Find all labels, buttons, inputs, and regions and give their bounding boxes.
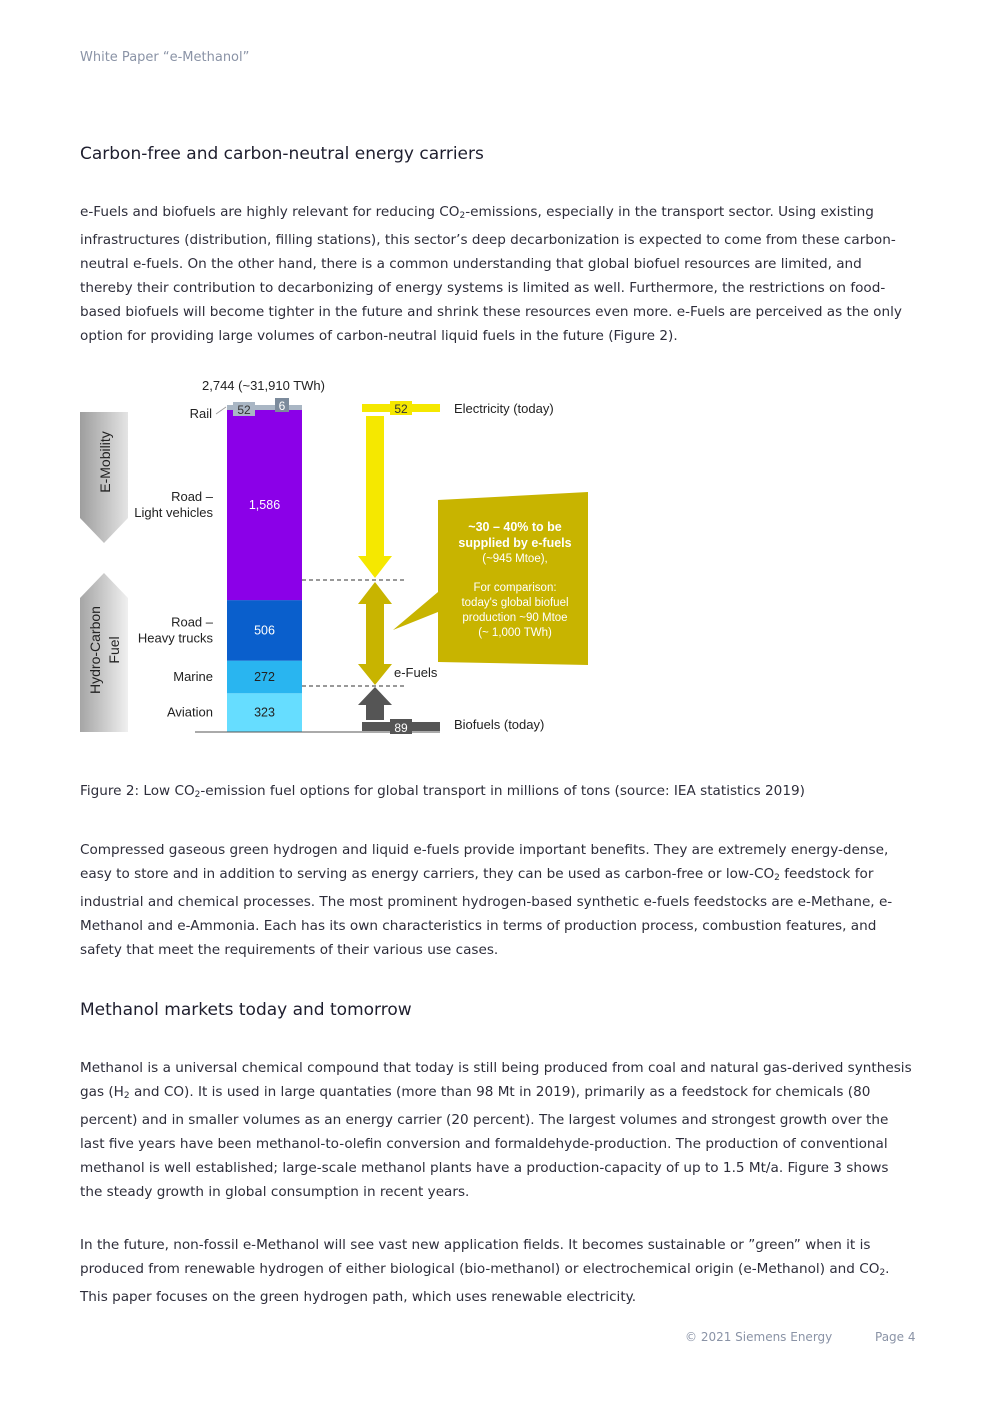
efuels-double-arrow (358, 582, 392, 685)
bar-value-light-vehicles: 1,586 (249, 498, 280, 512)
footer-page-number: Page 4 (875, 1330, 916, 1344)
rail-value-box (233, 402, 255, 416)
bar-label-aviation: Aviation (167, 705, 213, 720)
efuels-label: e-Fuels (394, 665, 438, 680)
subscript-text: 2 (194, 790, 201, 800)
text-run: -emission fuel options for global transp… (200, 783, 805, 799)
transport-fuels-figure: E-Mobility Hydro-Carbon Fuel 2,744 (~31,… (80, 378, 588, 735)
callout-shape (393, 492, 588, 665)
paragraph-hydrogen-benefits: Compressed gaseous green hydrogen and li… (80, 838, 912, 962)
total-label: 2,744 (~31,910 TWh) (202, 378, 325, 393)
callout-line2: supplied by e-fuels (458, 536, 571, 550)
subscript-text: 2 (123, 1091, 130, 1101)
callout-line7: (~ 1,000 TWh) (478, 627, 552, 639)
text-run: In the future, non-fossil e-Methanol wil… (80, 1237, 880, 1277)
bar-segment-aviation (227, 693, 302, 732)
bar-segment-heavy-trucks (227, 600, 302, 661)
subscript-text: 2 (774, 873, 780, 883)
callout-line6: production ~90 Mtoe (462, 612, 567, 624)
emobility-group-label: E-Mobility (97, 431, 113, 492)
bar-label-marine: Marine (173, 669, 213, 684)
text-run: e-Fuels and biofuels are highly relevant… (80, 204, 460, 220)
section-heading-methanol-markets: Methanol markets today and tomorrow (80, 1000, 412, 1020)
subscript-text: 2 (459, 211, 466, 221)
rail-label: Rail (190, 406, 213, 421)
rail-value-52: 52 (237, 403, 251, 417)
subscript-text: 2 (879, 1268, 886, 1278)
text-run: feedstock for industrial and chemical pr… (80, 866, 893, 958)
bar-label-heavy-trucks-line1: Road – (171, 614, 214, 629)
footer-copyright: © 2021 Siemens Energy (685, 1330, 833, 1344)
hydrocarbon-group-arrow (80, 573, 128, 732)
rail-value-6: 6 (279, 399, 286, 413)
electricity-value: 52 (394, 402, 408, 416)
emobility-group-arrow (80, 412, 128, 543)
hydrocarbon-group-label-line2: Fuel (106, 636, 122, 663)
paragraph-emethanol-future: In the future, non-fossil e-Methanol wil… (80, 1233, 912, 1309)
paragraph-methanol-today: Methanol is a universal chemical compoun… (80, 1056, 912, 1204)
bar-value-heavy-trucks: 506 (254, 623, 275, 637)
bar-value-marine: 272 (254, 670, 275, 684)
bar-label-light-vehicles-line2: Light vehicles (134, 505, 213, 520)
document-header: White Paper “e-Methanol” (80, 50, 250, 65)
callout-line1: ~30 – 40% to be (468, 520, 561, 534)
biofuels-up-arrow (358, 687, 392, 720)
hydrocarbon-group-label-line1: Hydro-Carbon (87, 606, 103, 694)
rail-cap-bar (227, 405, 302, 410)
callout-line5: today's global biofuel (461, 597, 568, 609)
callout-line4: For comparison: (473, 582, 556, 594)
electricity-label: Electricity (today) (454, 401, 554, 416)
biofuels-value-box (390, 719, 412, 734)
bar-segment-marine (227, 660, 302, 694)
bar-segment-light-vehicles (227, 410, 302, 601)
rail-value-box-2 (275, 398, 289, 412)
text-run: and CO). It is used in large quantaties … (80, 1084, 889, 1200)
section-heading-energy-carriers: Carbon-free and carbon-neutral energy ca… (80, 144, 484, 164)
bar-label-light-vehicles-line1: Road – (171, 489, 214, 504)
text-run: . This paper focuses on the green hydrog… (80, 1261, 890, 1305)
electricity-value-box (390, 401, 412, 415)
text-run: Compressed gaseous green hydrogen and li… (80, 842, 889, 882)
text-run: -emissions, especially in the transport … (80, 204, 902, 344)
biofuels-label: Biofuels (today) (454, 717, 544, 732)
biofuels-value: 89 (394, 721, 408, 735)
paragraph-efuels-biofuels: e-Fuels and biofuels are highly relevant… (80, 200, 912, 348)
rail-leader (215, 406, 227, 415)
figure-caption: Figure 2: Low CO2-emission fuel options … (80, 783, 805, 800)
text-run: Figure 2: Low CO (80, 783, 195, 799)
electricity-down-arrow (358, 416, 392, 578)
bar-value-aviation: 323 (254, 706, 275, 720)
text-run: Methanol is a universal chemical compoun… (80, 1060, 912, 1100)
bar-label-heavy-trucks-line2: Heavy trucks (138, 630, 214, 645)
callout-line3: (~945 Mtoe), (482, 553, 548, 565)
